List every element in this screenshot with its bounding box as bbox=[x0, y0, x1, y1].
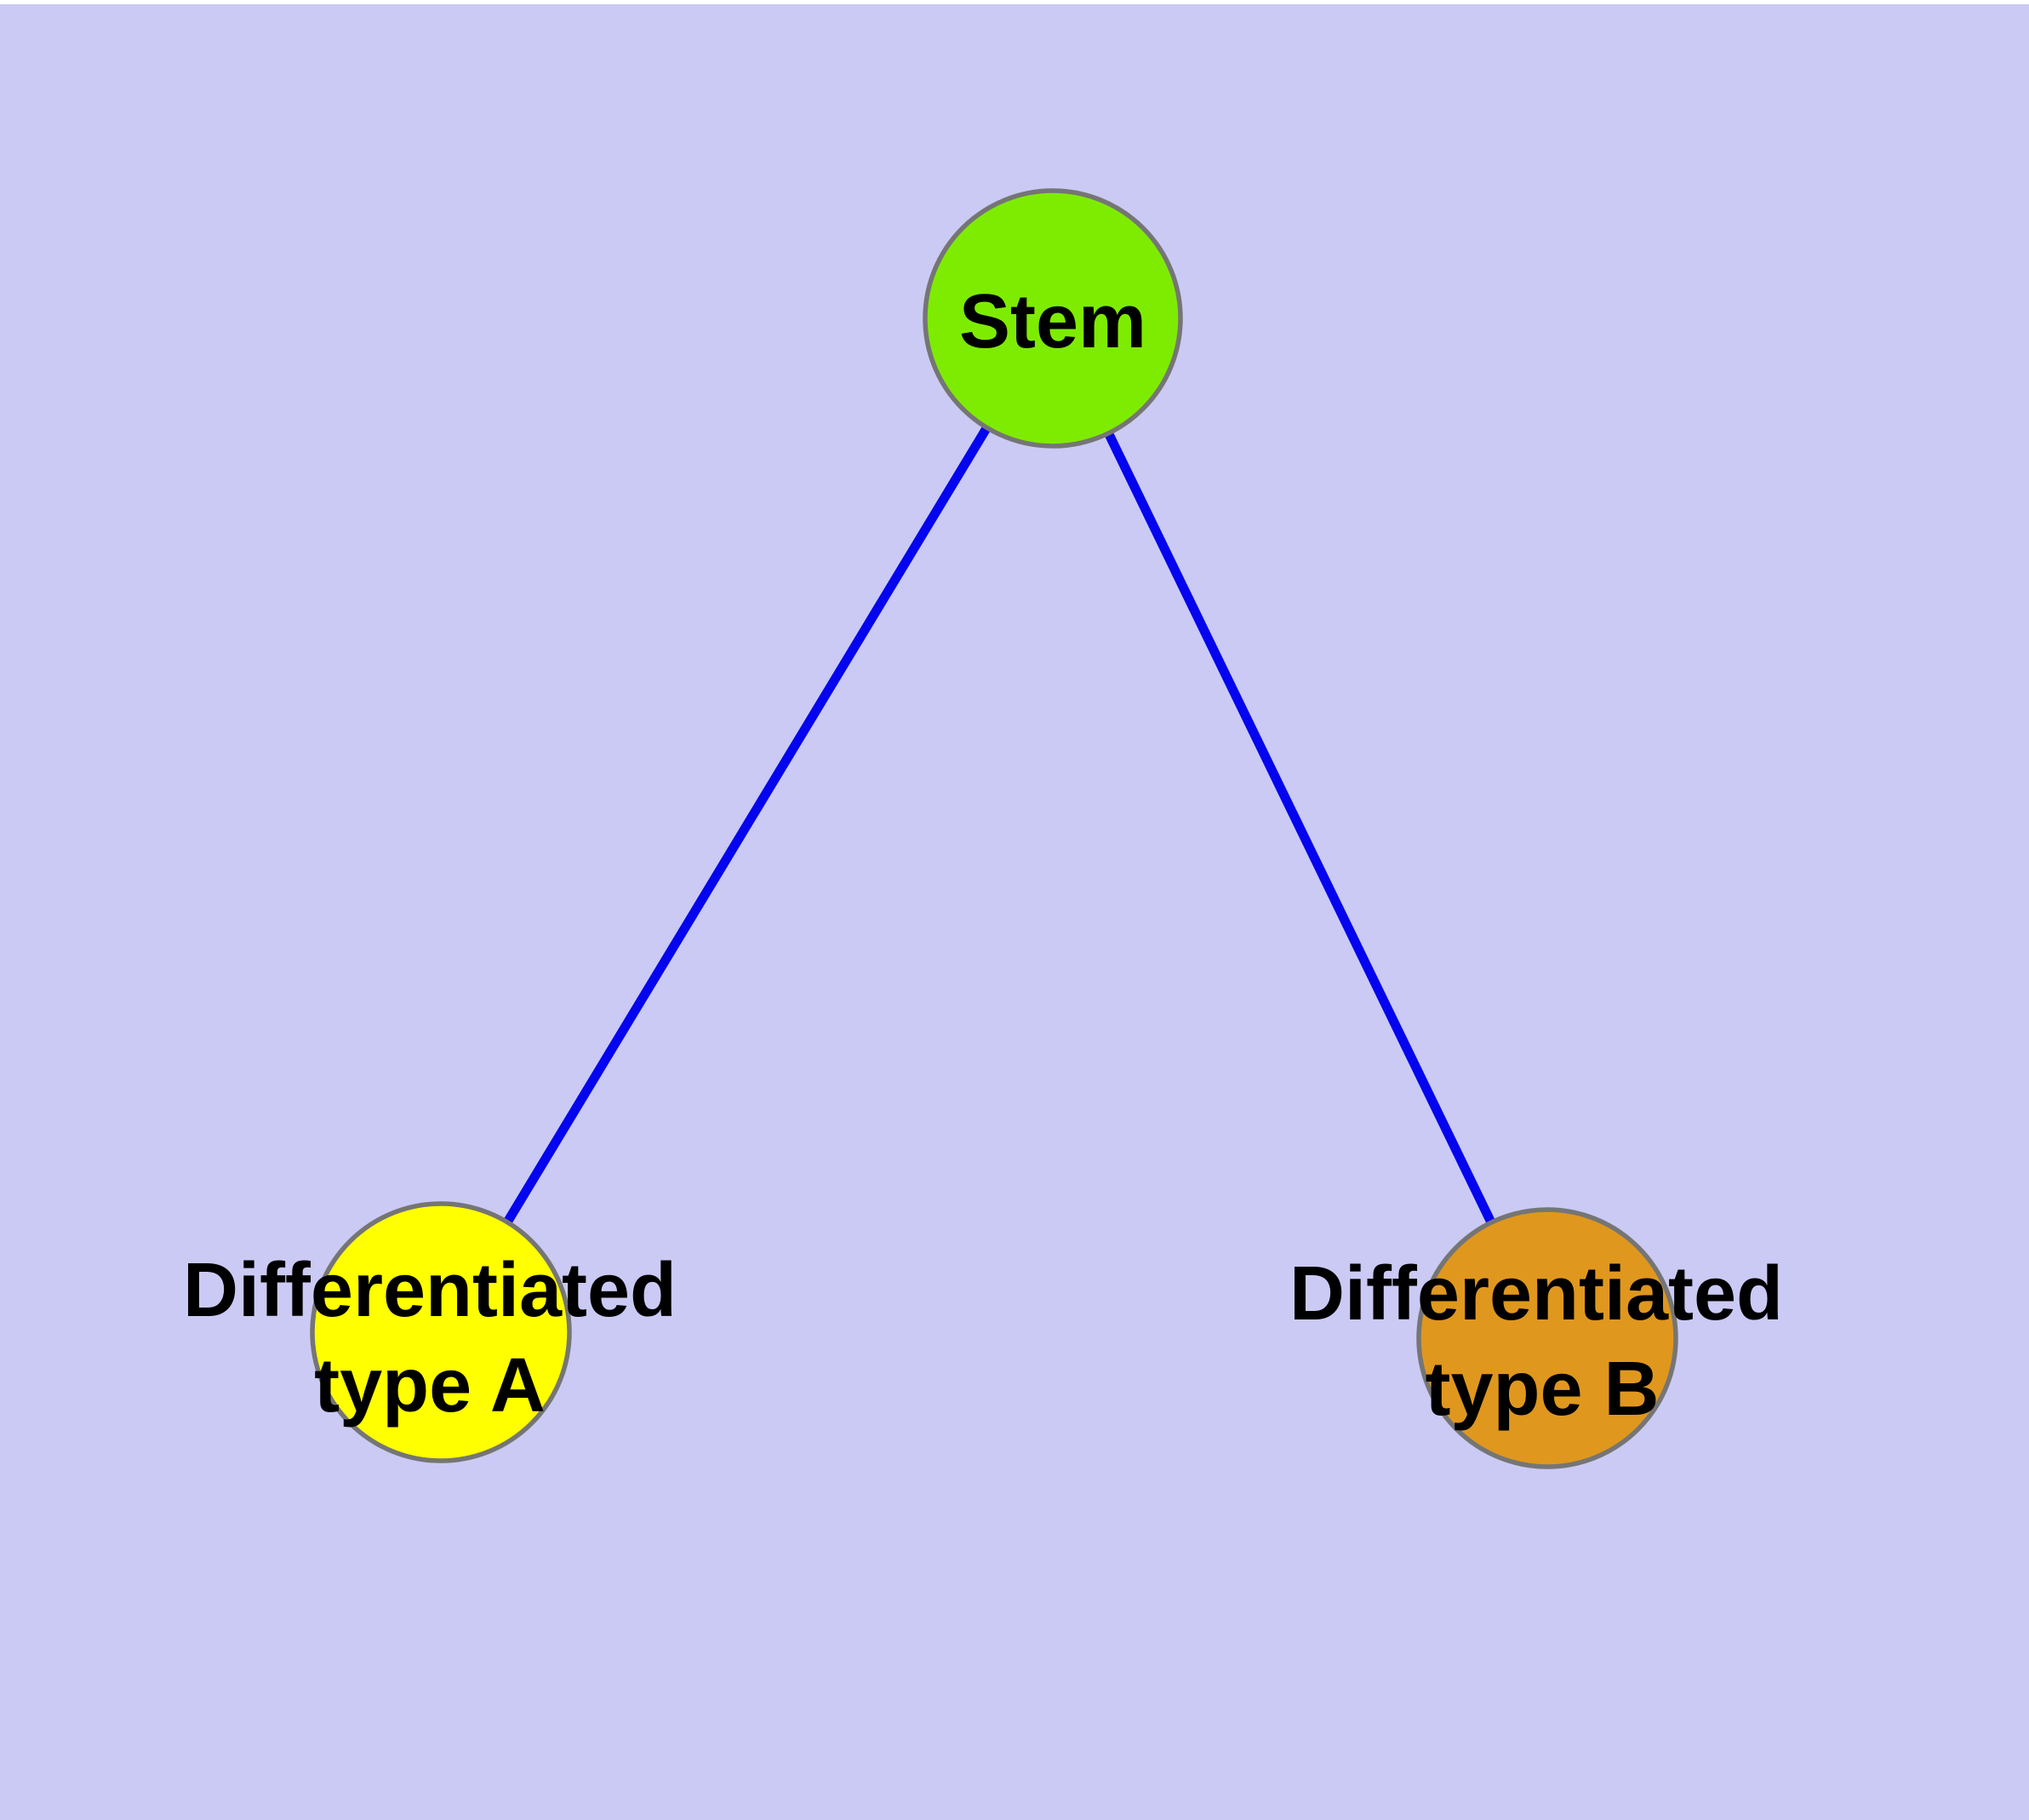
node-type-b: Differentiated type B bbox=[1289, 1207, 1783, 1469]
node-type-a-label-line1: Differentiated bbox=[183, 1248, 677, 1333]
edge-stem-to-type-a bbox=[437, 316, 1057, 1335]
node-type-a: Differentiated type A bbox=[183, 1201, 677, 1463]
node-stem-label: Stem bbox=[959, 279, 1146, 364]
node-stem-circle bbox=[923, 188, 1183, 449]
node-type-a-label-line2: type A bbox=[314, 1343, 546, 1428]
node-stem: Stem bbox=[923, 188, 1183, 449]
edge-stem-to-type-b bbox=[1049, 316, 1552, 1341]
node-type-b-label-line1: Differentiated bbox=[1289, 1251, 1783, 1336]
node-type-b-label-line2: type B bbox=[1425, 1347, 1659, 1432]
node-type-a-circle bbox=[310, 1201, 572, 1463]
node-type-b-circle bbox=[1416, 1207, 1678, 1469]
